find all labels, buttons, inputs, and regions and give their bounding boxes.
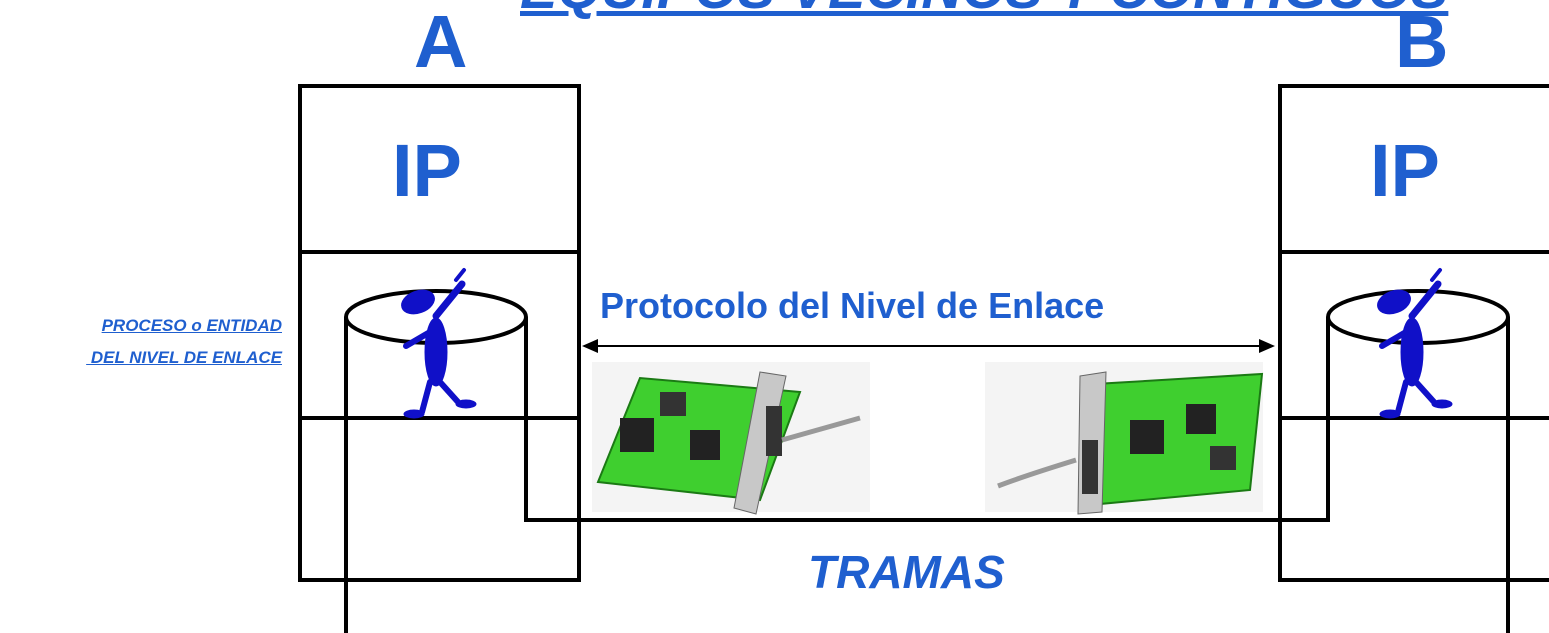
entity-label: PROCESO o ENTIDAD DEL NIVEL DE ENLACE xyxy=(90,316,282,367)
entity-cylinder-b xyxy=(1326,289,1510,633)
host-b-ip-label: IP xyxy=(1370,129,1440,212)
host-a-physical-layer-box xyxy=(298,416,581,582)
frames-label: TRAMAS xyxy=(808,546,1005,598)
rj45-connector-icon xyxy=(781,415,861,443)
host-b-stack xyxy=(1278,84,1549,582)
host-b-outline xyxy=(1278,84,1549,582)
diagram-title: EQUIPOS VECINOS Y CONTIGUOS xyxy=(520,0,1448,21)
host-a-stack xyxy=(298,84,581,582)
protocol-arrow xyxy=(582,339,1275,353)
host-a-label: A xyxy=(414,0,468,83)
network-card-icon xyxy=(985,362,1264,515)
protocol-label: Protocolo del Nivel de Enlace xyxy=(600,285,1105,326)
host-a-ip-label: IP xyxy=(392,129,462,212)
rj45-connector-icon xyxy=(997,457,1077,489)
network-card-icon xyxy=(592,362,870,515)
stick-figure-icon xyxy=(1377,268,1453,419)
stick-figure-icon xyxy=(401,268,477,419)
host-b-label: B xyxy=(1395,0,1449,83)
